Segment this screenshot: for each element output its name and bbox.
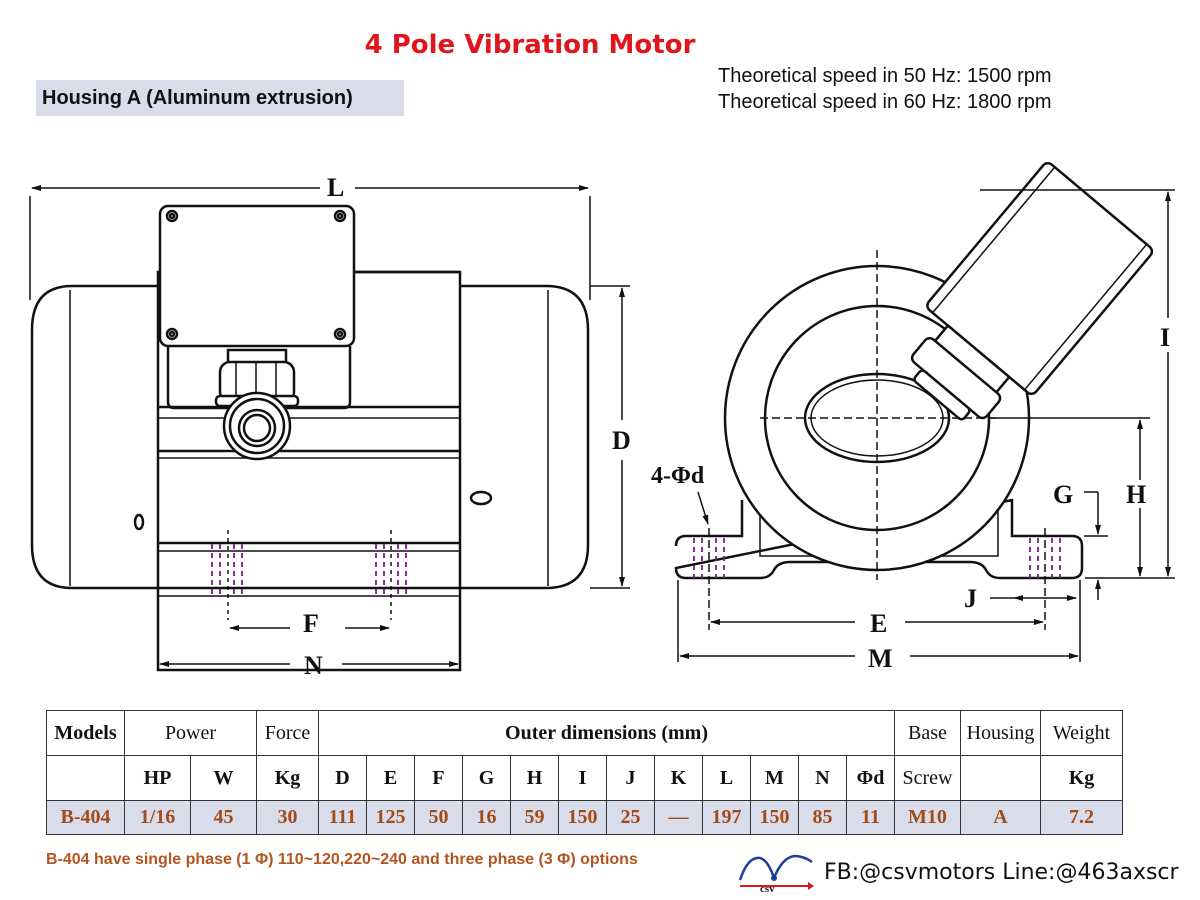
dim-label-D: D [612, 426, 631, 455]
dim-label-I: I [1160, 323, 1170, 352]
cell-g: 16 [462, 800, 511, 835]
sub-w: W [190, 755, 257, 801]
cable-gland [214, 348, 300, 461]
sub-hp: HP [124, 755, 191, 801]
dim-label-E: E [870, 609, 887, 638]
sub-m: M [750, 755, 799, 801]
sub-k: K [654, 755, 703, 801]
sub-housing-empty [960, 755, 1041, 801]
social-contacts: FB:@csvmotors Line:@463axscr [824, 860, 1179, 885]
table-subheader-row: HP W Kg D E F G H I J K L M N Φd Screw K… [46, 755, 1123, 801]
dim-label-M: M [868, 644, 893, 673]
side-view [30, 204, 590, 672]
sub-g: G [462, 755, 511, 801]
cell-l: 197 [702, 800, 751, 835]
col-weight: Weight [1040, 710, 1123, 756]
cell-model: B-404 [46, 800, 125, 835]
dim-label-J: J [964, 584, 977, 613]
cell-h: 59 [510, 800, 559, 835]
sub-d: D [318, 755, 367, 801]
sub-empty [46, 755, 125, 801]
sub-n: N [798, 755, 847, 801]
cell-phid: 11 [846, 800, 895, 835]
cell-w: 45 [190, 800, 257, 835]
front-dimensions [677, 189, 1175, 662]
sub-screw: Screw [894, 755, 961, 801]
front-view [674, 161, 1154, 630]
col-housing: Housing [960, 710, 1041, 756]
page-title: 4 Pole Vibration Motor [364, 30, 696, 60]
terminal-box [158, 204, 356, 348]
sub-h: H [510, 755, 559, 801]
housing-label: Housing A (Aluminum extrusion) [36, 80, 404, 116]
speed-50hz: Theoretical speed in 50 Hz: 1500 rpm [718, 65, 1052, 87]
speed-60hz: Theoretical speed in 60 Hz: 1800 rpm [718, 91, 1052, 113]
col-outer-dims: Outer dimensions (mm) [318, 710, 895, 756]
dim-label-F: F [303, 609, 319, 638]
spec-table: Models Power Force Outer dimensions (mm)… [46, 710, 1123, 835]
sub-e: E [366, 755, 415, 801]
cell-d: 111 [318, 800, 367, 835]
cell-n: 85 [798, 800, 847, 835]
cell-housing: A [960, 800, 1041, 835]
dim-label-H: H [1126, 480, 1146, 509]
sub-weight-kg: Kg [1040, 755, 1123, 801]
cell-screw: M10 [894, 800, 961, 835]
logo-text: csv [760, 883, 775, 894]
table-header-row: Models Power Force Outer dimensions (mm)… [46, 710, 1123, 756]
cell-hp: 1/16 [124, 800, 191, 835]
cell-i: 150 [558, 800, 607, 835]
csv-logo-icon: csv [738, 854, 814, 894]
cell-e: 125 [366, 800, 415, 835]
side-dimensions [29, 185, 630, 667]
col-base: Base [894, 710, 961, 756]
dim-label-L: L [327, 173, 344, 202]
sub-i: I [558, 755, 607, 801]
motor-drawing: L D F N [29, 161, 1175, 680]
cell-f: 50 [414, 800, 463, 835]
sub-j: J [606, 755, 655, 801]
cell-kg: 30 [256, 800, 319, 835]
cell-weight: 7.2 [1040, 800, 1123, 835]
dim-label-holes: 4-Φd [651, 463, 705, 489]
table-row: B-404 1/16 45 30 111 125 50 16 59 150 25… [46, 800, 1123, 835]
phase-footnote: B-404 have single phase (1 Φ) 110~120,22… [46, 851, 638, 868]
sub-l: L [702, 755, 751, 801]
col-power: Power [124, 710, 257, 756]
left-end-cap [30, 284, 158, 590]
sub-f: F [414, 755, 463, 801]
col-models: Models [46, 710, 125, 756]
sub-phid: Φd [846, 755, 895, 801]
dim-label-N: N [304, 651, 323, 680]
col-force: Force [256, 710, 319, 756]
cell-j: 25 [606, 800, 655, 835]
cell-m: 150 [750, 800, 799, 835]
cell-k: — [654, 800, 703, 835]
front-terminal-box [910, 161, 1154, 421]
right-end-cap [460, 284, 590, 590]
sub-kg: Kg [256, 755, 319, 801]
dim-label-G: G [1053, 480, 1073, 509]
